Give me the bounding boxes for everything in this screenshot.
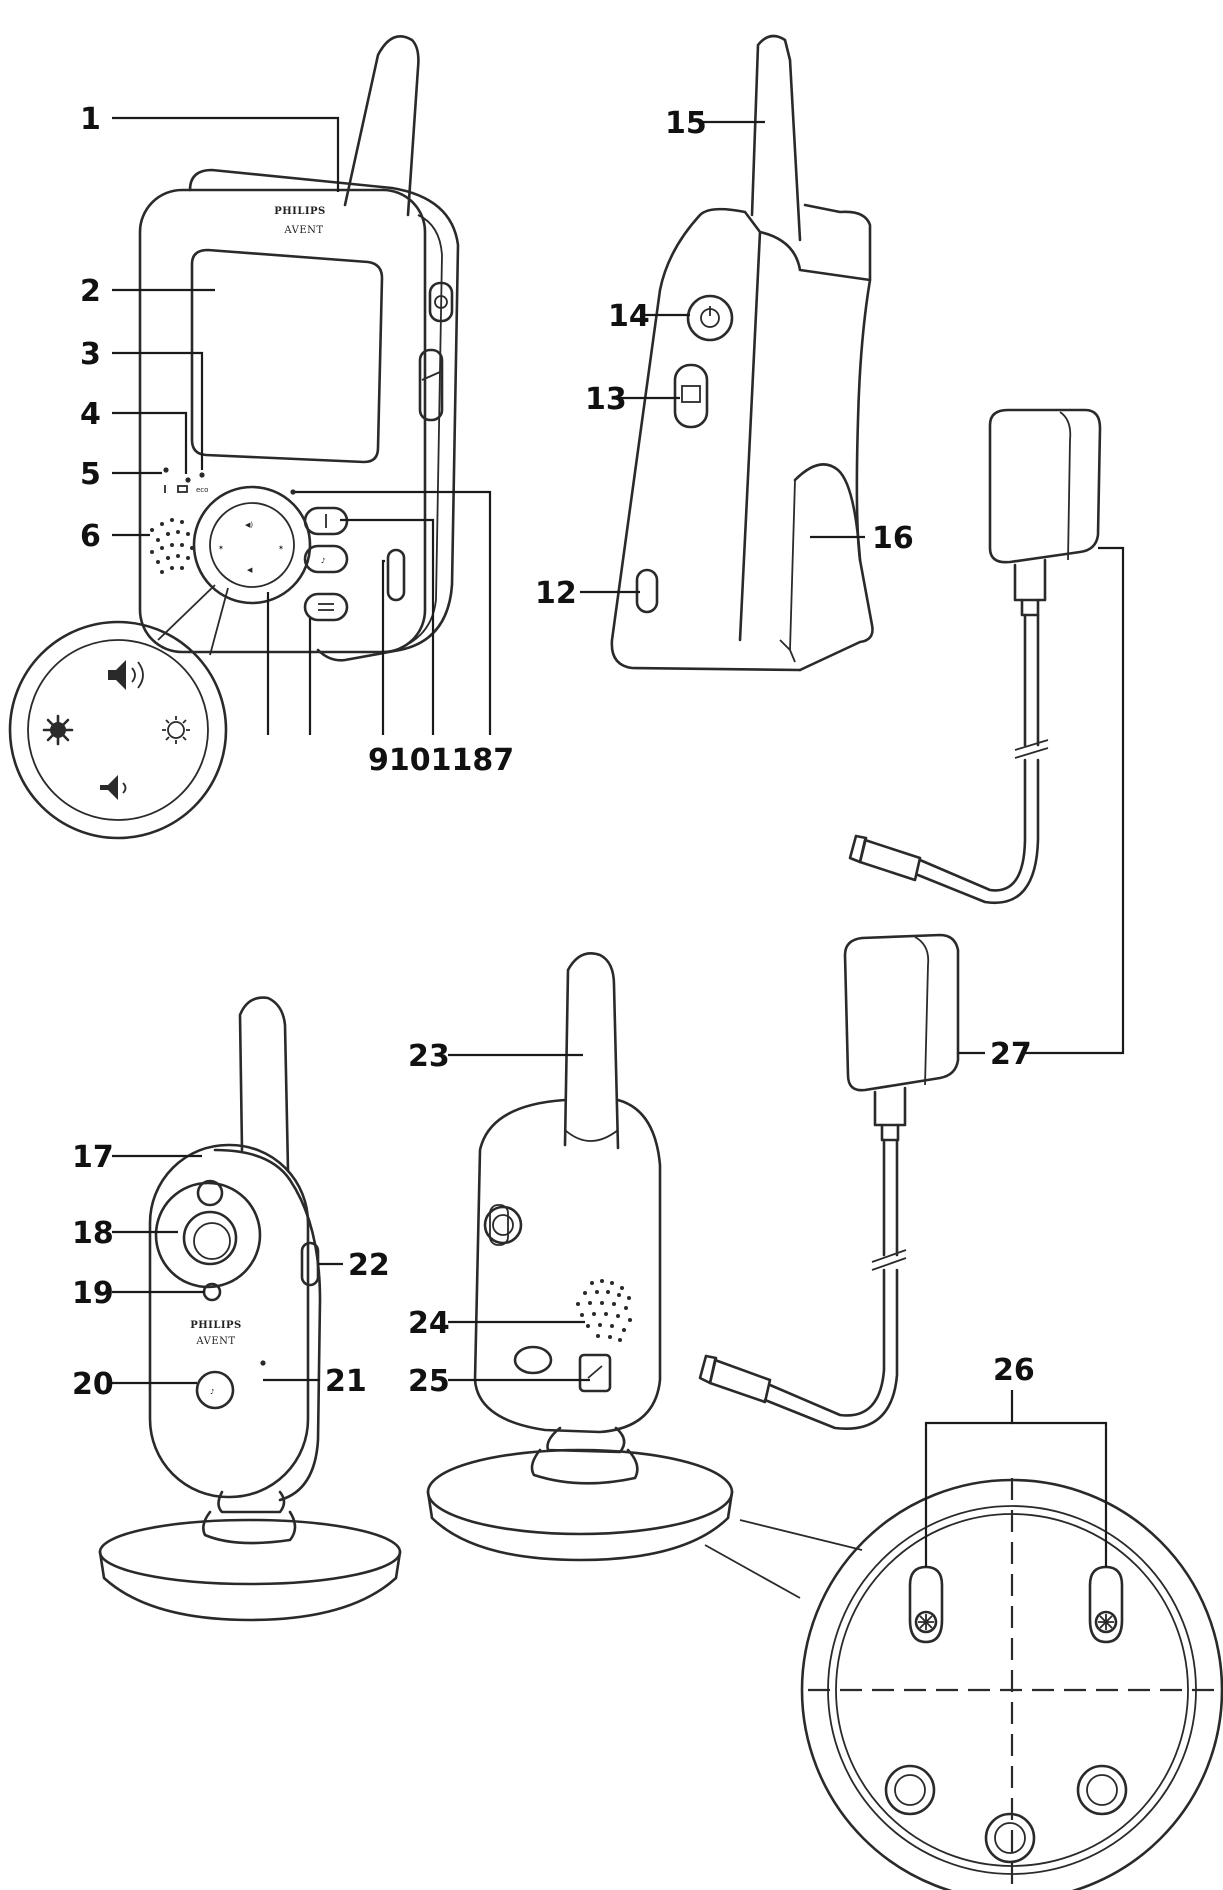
callout-12: 12 <box>535 576 577 611</box>
callout-18: 18 <box>72 1216 114 1251</box>
callout-numbers: 1 2 3 4 5 6 9101187 12 13 14 15 16 17 18… <box>72 102 1035 1402</box>
baby-unit-front: PHILIPS AVENT ♪ <box>98 996 402 1622</box>
eco-label: eco <box>196 486 208 494</box>
callout-22: 22 <box>348 1248 390 1283</box>
svg-text:✶: ✶ <box>218 544 224 552</box>
callout-3: 3 <box>80 337 101 372</box>
callout-26: 26 <box>993 1353 1035 1388</box>
callout-27: 27 <box>990 1037 1032 1072</box>
callout-1: 1 <box>80 102 101 137</box>
callout-16: 16 <box>872 521 914 556</box>
leader-lines <box>112 116 1125 1567</box>
speaker-grille <box>150 518 194 574</box>
parent-unit-front: PHILIPS AVENT eco ◀) ◀ ✶ ✶ <box>8 35 460 840</box>
brand-avent: AVENT <box>283 225 323 236</box>
baby-speaker-grille <box>576 1279 632 1342</box>
svg-text:✶: ✶ <box>278 544 284 552</box>
control-ring-detail <box>8 620 228 840</box>
svg-text:◀): ◀) <box>245 521 253 529</box>
base-bottom-detail <box>800 1478 1223 1890</box>
brand-philips: PHILIPS <box>274 206 326 217</box>
callout-20: 20 <box>72 1367 114 1402</box>
callout-2: 2 <box>80 274 101 309</box>
callout-6: 6 <box>80 519 101 554</box>
callout-14: 14 <box>608 299 650 334</box>
power-adapter-upper <box>848 408 1102 905</box>
callout-23: 23 <box>408 1039 450 1074</box>
callout-24: 24 <box>408 1306 450 1341</box>
svg-text:♪: ♪ <box>321 557 325 565</box>
baby-brand-philips: PHILIPS <box>190 1320 242 1331</box>
baby-brand-avent: AVENT <box>195 1336 235 1347</box>
callout-17: 17 <box>72 1140 114 1175</box>
callout-13: 13 <box>585 382 627 417</box>
svg-text:◀: ◀ <box>247 566 253 574</box>
callout-19: 19 <box>72 1276 114 1311</box>
callout-5: 5 <box>80 457 101 492</box>
parent-unit-in-charger <box>610 34 874 672</box>
callout-4: 4 <box>80 397 101 432</box>
svg-text:♪: ♪ <box>210 1388 214 1396</box>
callout-9101187: 9101187 <box>368 743 514 778</box>
callout-21: 21 <box>325 1364 367 1399</box>
power-adapter-lower <box>698 933 960 1431</box>
callout-15: 15 <box>665 106 707 141</box>
callout-25: 25 <box>408 1364 450 1399</box>
baby-unit-back <box>426 952 863 1599</box>
